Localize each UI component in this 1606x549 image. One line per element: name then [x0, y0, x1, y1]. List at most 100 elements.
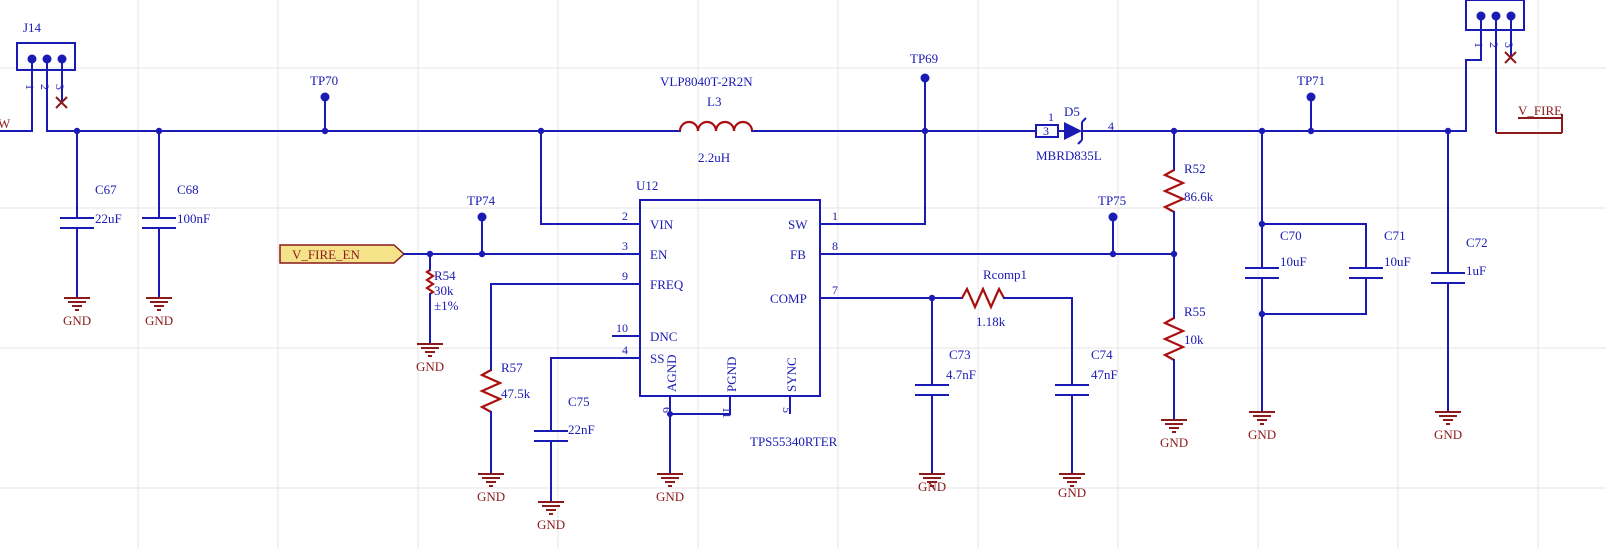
pin-num-ss: 4	[622, 343, 628, 357]
gnd-label: GND	[145, 313, 173, 328]
u12-ref: U12	[636, 178, 658, 193]
pin-name-vin: VIN	[650, 217, 674, 232]
j14-pin1: 1	[23, 84, 37, 90]
j14-pin3: 3	[53, 84, 67, 90]
testpoint-tp71[interactable]: TP71	[1297, 73, 1325, 135]
c73-ref: C73	[949, 347, 971, 362]
gnd-symbol-u12: GND	[656, 473, 684, 504]
gnd-symbol-r55: GND	[1160, 419, 1188, 450]
resistor-r57[interactable]: R57 47.5k	[479, 283, 531, 475]
pin-num-en: 3	[622, 239, 628, 253]
diode-d5[interactable]: 1 3 4 D5 MBRD835L	[1021, 104, 1114, 163]
pin-num-comp: 7	[832, 283, 838, 297]
pin-name-dnc: DNC	[650, 329, 677, 344]
c71-value: 10uF	[1384, 254, 1411, 269]
pin-name-sync: SYNC	[784, 357, 799, 392]
pin-num-agnd: 6	[660, 407, 674, 413]
rcomp1-value: 1.18k	[976, 314, 1006, 329]
capacitor-c67[interactable]: C67 22uF	[60, 130, 122, 299]
capacitor-c72[interactable]: C72 1uF	[1431, 130, 1488, 413]
d5-pin-k: 4	[1108, 119, 1114, 133]
u12-part: TPS55340RTER	[750, 434, 838, 449]
gnd-label: GND	[477, 489, 505, 504]
capacitor-c68[interactable]: C68 100nF	[142, 130, 210, 299]
r52-ref: R52	[1184, 161, 1206, 176]
pin-name-agnd: AGND	[664, 354, 679, 392]
pin-num-sw: 1	[832, 209, 838, 223]
c72-ref: C72	[1466, 235, 1488, 250]
capacitor-c75[interactable]: C75 22nF	[534, 357, 595, 503]
port-v-fire-en[interactable]: V_FIRE_EN	[279, 244, 406, 264]
tp70-label: TP70	[310, 73, 338, 88]
c67-value: 22uF	[95, 211, 122, 226]
resistor-r55[interactable]: R55 10k	[1162, 253, 1206, 421]
output-net-label: V_FIRE	[1518, 103, 1562, 118]
gnd-label: GND	[656, 489, 684, 504]
d5-part: MBRD835L	[1036, 148, 1102, 163]
c70-ref: C70	[1280, 228, 1302, 243]
input-net-label: W	[0, 116, 11, 131]
c75-value: 22nF	[568, 422, 595, 437]
connector-out[interactable]: 1 2 3	[1465, 0, 1525, 133]
c74-value: 47nF	[1091, 367, 1118, 382]
pin-num-sync: 5	[780, 407, 794, 413]
resistor-r52[interactable]: R52 86.6k	[1162, 130, 1214, 255]
gnd-symbol-c70: GND	[1248, 411, 1276, 442]
gnd-symbol-r57: GND	[477, 473, 505, 504]
inductor-l3[interactable]: VLP8040T-2R2N L3 2.2uH	[660, 74, 753, 165]
c74-ref: C74	[1091, 347, 1113, 362]
capacitor-c70[interactable]: C70 10uF	[1245, 130, 1307, 413]
pin-name-comp: COMP	[770, 291, 807, 306]
pin-num-vin: 2	[622, 209, 628, 223]
gnd-symbol-c74: GND	[1058, 473, 1086, 500]
testpoint-tp69[interactable]: TP69	[910, 51, 938, 132]
gnd-label: GND	[1058, 485, 1086, 500]
gnd-label: GND	[918, 479, 946, 494]
c68-value: 100nF	[177, 211, 210, 226]
gnd-symbol-c68: GND	[145, 297, 173, 328]
c70-value: 10uF	[1280, 254, 1307, 269]
pin-name-en: EN	[650, 247, 668, 262]
jout-pin3: 3	[1502, 42, 1516, 48]
pin-num-pgnd: 11	[720, 407, 734, 419]
r52-value: 86.6k	[1184, 189, 1214, 204]
connector-j14[interactable]: J14 1 2 3	[16, 20, 76, 131]
gnd-symbol-c75: GND	[537, 501, 565, 532]
resistor-r54[interactable]: R54 30k ±1%	[425, 253, 459, 345]
pin-name-pgnd: PGND	[724, 357, 739, 392]
tp75-label: TP75	[1098, 193, 1126, 208]
gnd-label: GND	[537, 517, 565, 532]
pin-name-fb: FB	[790, 247, 806, 262]
ic-u12[interactable]: U12 TPS55340RTER 2 VIN 3 EN 9 FREQ 10 DN…	[612, 178, 838, 449]
r55-value: 10k	[1184, 332, 1204, 347]
c72-value: 1uF	[1466, 263, 1486, 278]
pin-num-dnc: 10	[616, 321, 628, 335]
pin-num-fb: 8	[832, 239, 838, 253]
c73-value: 4.7nF	[946, 367, 976, 382]
port-label: V_FIRE_EN	[292, 247, 361, 262]
c68-ref: C68	[177, 182, 199, 197]
r54-value: 30k	[434, 283, 454, 298]
l3-ref: L3	[707, 94, 721, 109]
tp71-label: TP71	[1297, 73, 1325, 88]
capacitor-c71[interactable]: C71 10uF	[1261, 223, 1411, 315]
gnd-symbol-c72: GND	[1434, 411, 1462, 442]
gnd-symbol-c73: GND	[918, 473, 946, 494]
r57-ref: R57	[501, 360, 523, 375]
capacitor-c74[interactable]: C74 47nF	[1055, 297, 1118, 475]
j14-ref: J14	[23, 20, 42, 35]
pin-name-sw: SW	[788, 217, 808, 232]
d5-pin-a: 1	[1048, 110, 1054, 124]
testpoint-tp70[interactable]: TP70	[310, 73, 338, 135]
testpoint-tp74[interactable]: TP74	[467, 193, 496, 255]
d5-pin-b: 3	[1043, 124, 1049, 138]
gnd-label: GND	[416, 359, 444, 374]
resistor-rcomp1[interactable]: Rcomp1 1.18k	[961, 267, 1073, 329]
gnd-label: GND	[1160, 435, 1188, 450]
tp69-label: TP69	[910, 51, 938, 66]
jout-pin2: 2	[1487, 42, 1501, 48]
testpoint-tp75[interactable]: TP75	[1098, 193, 1126, 255]
capacitor-c73[interactable]: C73 4.7nF	[915, 297, 976, 475]
